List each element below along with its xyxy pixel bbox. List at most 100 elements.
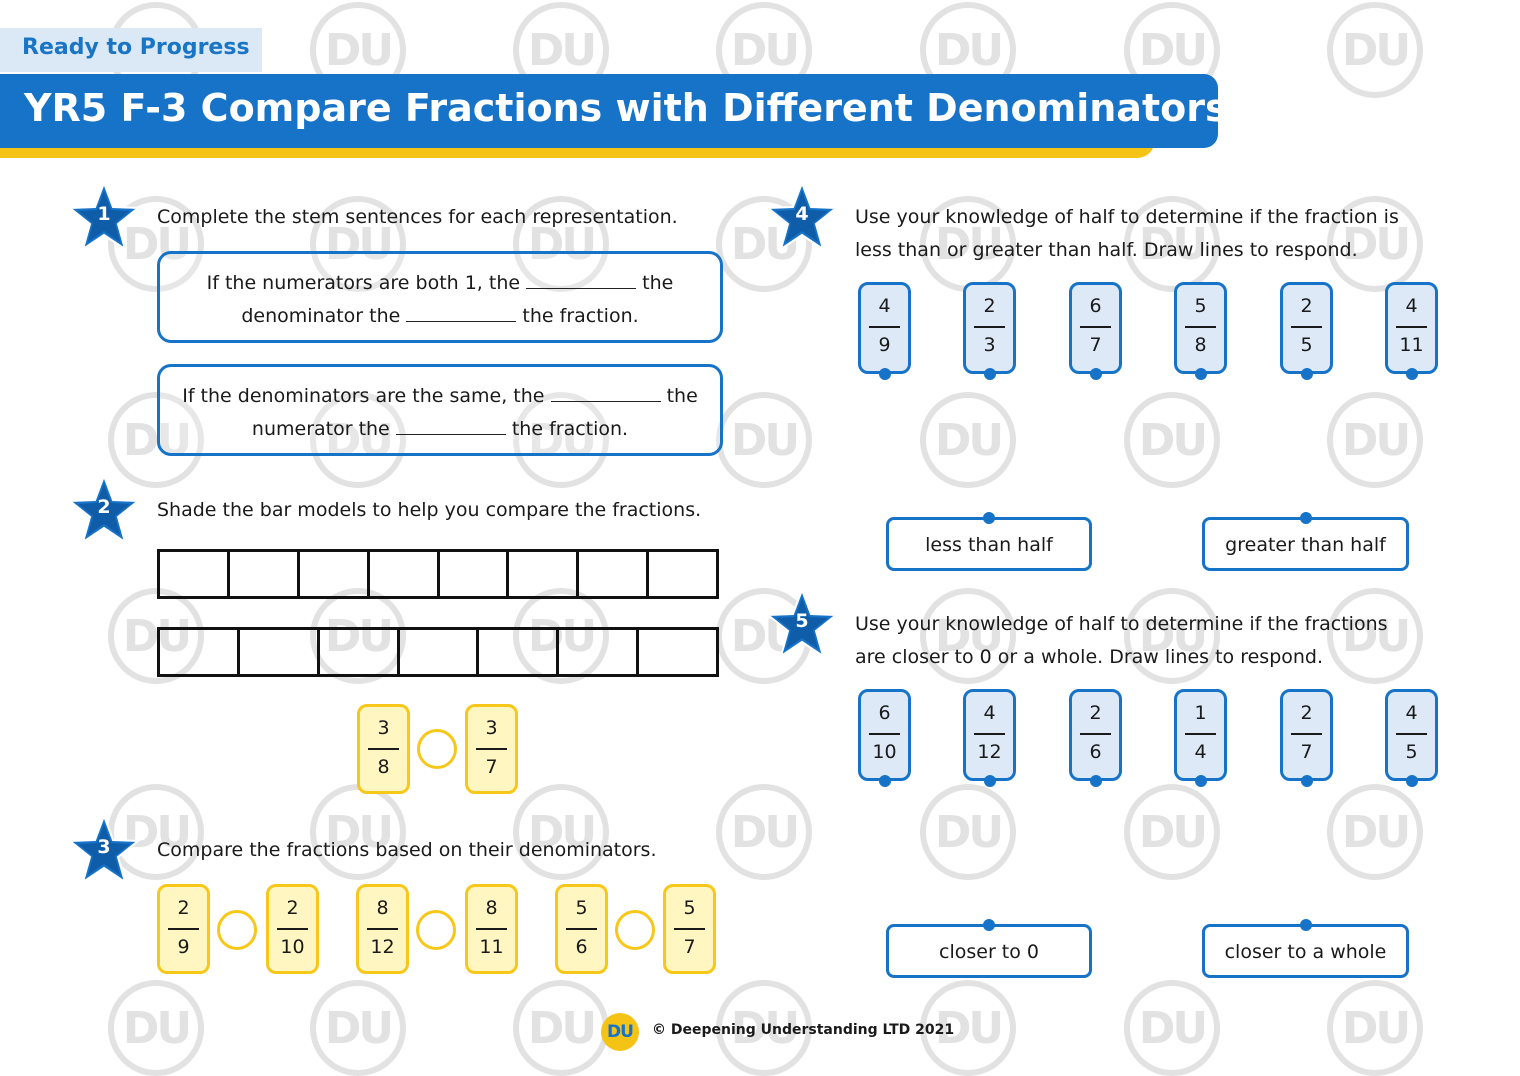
fraction-bar <box>366 928 399 930</box>
denominator: 9 <box>878 334 891 356</box>
fraction-card: 5 6 <box>555 884 608 974</box>
fraction-bar <box>475 928 508 930</box>
answer-less-than-half[interactable]: less than half <box>886 512 1092 571</box>
fraction-card[interactable]: 4 5 <box>1385 689 1438 787</box>
bar-part[interactable] <box>160 630 240 674</box>
numerator: 4 <box>1405 702 1418 724</box>
fraction-bar <box>1290 326 1323 328</box>
fraction-bar <box>475 748 508 750</box>
comparison-circle[interactable] <box>217 910 257 950</box>
bar-part[interactable] <box>440 552 510 596</box>
bar-part[interactable] <box>649 552 716 596</box>
numerator: 2 <box>286 897 299 919</box>
denominator: 11 <box>479 936 504 958</box>
answer-closer-to-zero[interactable]: closer to 0 <box>886 919 1092 978</box>
watermark-logo: DU <box>1327 784 1423 880</box>
fraction-card[interactable]: 4 11 <box>1385 282 1438 380</box>
fraction-bar <box>868 733 901 735</box>
fraction-card[interactable]: 4 12 <box>963 689 1016 787</box>
answer-closer-to-whole[interactable]: closer to a whole <box>1202 919 1409 978</box>
fraction-bar <box>1184 733 1217 735</box>
fraction-card[interactable]: 2 3 <box>963 282 1016 380</box>
sentence-1-blank-2[interactable] <box>406 303 517 322</box>
connector-dot[interactable] <box>1194 368 1207 380</box>
bar-part[interactable] <box>300 552 370 596</box>
connector-dot[interactable] <box>983 775 996 787</box>
sentence-2-blank-1[interactable] <box>550 383 661 402</box>
watermark-logo: DU <box>1327 392 1423 488</box>
sentence-1-blank-1[interactable] <box>526 270 637 289</box>
page-title: YR5 F-3 Compare Fractions with Different… <box>24 86 1228 130</box>
connector-dot[interactable] <box>1299 512 1312 524</box>
connector-dot[interactable] <box>1194 775 1207 787</box>
connector-dot[interactable] <box>1089 368 1102 380</box>
question-3-number: 3 <box>97 836 111 858</box>
fraction-card[interactable]: 2 6 <box>1069 689 1122 787</box>
bar-part[interactable] <box>400 630 480 674</box>
bar-model-sevenths[interactable] <box>157 627 719 677</box>
comparison-circle[interactable] <box>417 729 457 769</box>
answer-label: greater than half <box>1225 534 1386 556</box>
question-5-instruction-line-2: are closer to 0 or a whole. Draw lines t… <box>855 646 1324 668</box>
fraction-card[interactable]: 6 10 <box>858 689 911 787</box>
comparison-circle[interactable] <box>416 910 456 950</box>
question-2-instruction: Shade the bar models to help you compare… <box>157 499 702 521</box>
bar-part[interactable] <box>320 630 400 674</box>
connector-dot[interactable] <box>1300 775 1313 787</box>
denominator: 6 <box>575 936 588 958</box>
numerator: 1 <box>1194 702 1207 724</box>
fraction-card[interactable]: 4 9 <box>858 282 911 380</box>
fraction-card: 2 10 <box>266 884 319 974</box>
watermark-logo: DU <box>1124 980 1220 1076</box>
bar-part[interactable] <box>639 630 716 674</box>
fraction-card[interactable]: 6 7 <box>1069 282 1122 380</box>
connector-dot[interactable] <box>878 775 891 787</box>
denominator: 7 <box>1300 741 1313 763</box>
bar-part[interactable] <box>559 630 640 674</box>
question-5-number: 5 <box>795 610 809 632</box>
fraction-card[interactable]: 1 4 <box>1174 689 1227 787</box>
question-1-star-icon: 1 <box>68 181 140 253</box>
bar-part[interactable] <box>230 552 300 596</box>
fraction-bar <box>973 326 1006 328</box>
bar-part[interactable] <box>579 552 650 596</box>
fraction-card: 8 11 <box>465 884 518 974</box>
question-1-instruction: Complete the stem sentences for each rep… <box>157 206 678 228</box>
connector-dot[interactable] <box>1089 775 1102 787</box>
fraction-card: 2 9 <box>157 884 210 974</box>
numerator: 6 <box>1089 295 1102 317</box>
connector-dot[interactable] <box>1300 368 1313 380</box>
answer-label: closer to a whole <box>1224 941 1387 963</box>
bar-part[interactable] <box>479 630 560 674</box>
fraction-card[interactable]: 2 7 <box>1280 689 1333 787</box>
fraction-bar <box>1395 733 1428 735</box>
denominator: 7 <box>683 936 696 958</box>
bar-part[interactable] <box>370 552 440 596</box>
answer-label: closer to 0 <box>939 941 1039 963</box>
sentence-2-part-3: numerator the <box>251 418 390 440</box>
bar-part[interactable] <box>509 552 580 596</box>
question-4-instruction-line-1: Use your knowledge of half to determine … <box>855 206 1399 228</box>
fraction-card[interactable]: 2 5 <box>1280 282 1333 380</box>
numerator: 5 <box>683 897 696 919</box>
bar-part[interactable] <box>160 552 230 596</box>
connector-dot[interactable] <box>1299 919 1312 931</box>
comparison-circle[interactable] <box>615 910 655 950</box>
connector-dot[interactable] <box>983 368 996 380</box>
connector-dot[interactable] <box>983 919 995 931</box>
question-1-number: 1 <box>97 203 111 225</box>
sentence-2-part-4: the fraction. <box>511 418 629 440</box>
question-3-star-icon: 3 <box>68 814 140 886</box>
watermark-logo: DU <box>1327 980 1423 1076</box>
connector-dot[interactable] <box>983 512 995 524</box>
connector-dot[interactable] <box>1405 368 1418 380</box>
answer-greater-than-half[interactable]: greater than half <box>1202 512 1409 571</box>
connector-dot[interactable] <box>878 368 891 380</box>
sentence-2-blank-2[interactable] <box>395 416 506 435</box>
denominator: 11 <box>1399 334 1424 356</box>
bar-part[interactable] <box>240 630 320 674</box>
fraction-bar <box>367 748 400 750</box>
fraction-card[interactable]: 5 8 <box>1174 282 1227 380</box>
connector-dot[interactable] <box>1405 775 1418 787</box>
bar-model-eighths[interactable] <box>157 549 719 599</box>
